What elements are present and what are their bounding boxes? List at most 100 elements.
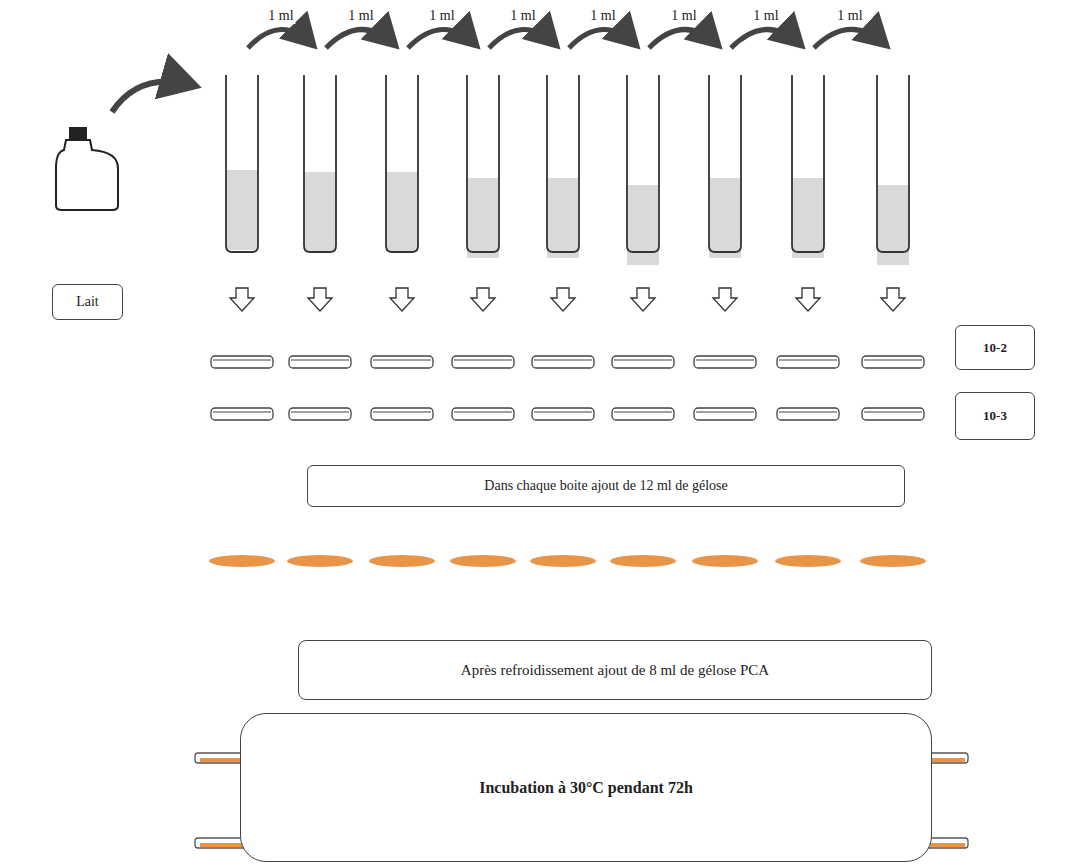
agar-plate — [775, 555, 841, 567]
box-text: 10-3 — [983, 408, 1007, 424]
text-box: Lait — [52, 284, 123, 320]
test-tube — [709, 75, 741, 252]
test-tube — [627, 75, 659, 252]
transfer-arrow — [489, 29, 557, 48]
transfer-arrow — [649, 29, 719, 48]
agar-plate — [369, 555, 435, 567]
petri-dish-lid — [534, 360, 592, 361]
tube-liquid — [226, 170, 258, 250]
petri-dish — [862, 408, 924, 420]
tube-liquid — [792, 178, 824, 258]
tube-liquid — [877, 185, 909, 265]
petri-dish — [289, 408, 351, 420]
volume-label: 1 ml — [508, 8, 537, 24]
petri-dish — [371, 408, 433, 420]
petri-dish — [862, 356, 924, 368]
tube-liquid — [467, 178, 499, 258]
text-box: Après refroidissement ajout de 8 ml de g… — [298, 640, 932, 700]
down-arrow — [551, 288, 575, 311]
agar-plate — [450, 555, 516, 567]
down-arrow — [308, 288, 332, 311]
tube-liquid — [386, 172, 418, 252]
petri-dish-lid — [696, 412, 754, 413]
petri-dish-lid — [291, 412, 349, 413]
text-box: Incubation à 30°C pendant 72h — [240, 713, 932, 862]
tube-liquid — [304, 172, 336, 252]
petri-dish — [211, 408, 273, 420]
petri-dish-lid — [534, 412, 592, 413]
petri-dish — [777, 408, 839, 420]
down-arrow — [881, 288, 905, 311]
petri-dish — [694, 356, 756, 368]
petri-dish-lid — [614, 360, 672, 361]
down-arrow — [713, 288, 737, 311]
agar-plate — [860, 555, 926, 567]
petri-dish — [289, 356, 351, 368]
transfer-arrow — [814, 29, 887, 48]
petri-dish — [371, 356, 433, 368]
petri-dish — [777, 356, 839, 368]
petri-dish — [612, 408, 674, 420]
box-text: 10-2 — [983, 340, 1007, 356]
agar-plate — [692, 555, 758, 567]
petri-dish-lid — [779, 412, 837, 413]
petri-dish-lid — [291, 360, 349, 361]
transfer-arrow — [112, 82, 196, 112]
tube-liquid — [709, 178, 741, 258]
petri-dish-lid — [779, 360, 837, 361]
petri-dish — [694, 408, 756, 420]
box-text: Incubation à 30°C pendant 72h — [479, 779, 693, 797]
transfer-arrow — [326, 29, 396, 48]
volume-label: 1 ml — [346, 8, 375, 24]
down-arrow — [796, 288, 820, 311]
petri-dish-lid — [373, 412, 431, 413]
volume-label: 1 ml — [751, 8, 780, 24]
petri-dish-lid — [213, 412, 271, 413]
volume-label: 1 ml — [266, 8, 295, 24]
test-tube — [226, 75, 258, 252]
transfer-arrow — [569, 29, 637, 48]
agar-plate — [610, 555, 676, 567]
petri-dish — [532, 356, 594, 368]
agar-plate — [209, 555, 275, 567]
transfer-arrow — [731, 29, 802, 48]
agar-plate — [530, 555, 596, 567]
transfer-arrow — [408, 29, 477, 48]
milk-bottle — [56, 128, 118, 210]
petri-dish-lid — [864, 360, 922, 361]
transfer-arrow — [248, 29, 314, 48]
test-tube — [386, 75, 418, 252]
petri-dish — [452, 356, 514, 368]
tube-liquid — [547, 178, 579, 258]
petri-dish-lid — [454, 412, 512, 413]
petri-dish — [532, 408, 594, 420]
box-text: Après refroidissement ajout de 8 ml de g… — [461, 662, 769, 679]
petri-dish-lid — [213, 360, 271, 361]
test-tube — [547, 75, 579, 252]
test-tube — [304, 75, 336, 252]
test-tube — [877, 75, 909, 252]
test-tube — [467, 75, 499, 252]
text-box: 10-3 — [955, 392, 1035, 440]
petri-dish-lid — [614, 412, 672, 413]
petri-dish — [211, 356, 273, 368]
volume-label: 1 ml — [427, 8, 456, 24]
petri-dish-lid — [454, 360, 512, 361]
down-arrow — [471, 288, 495, 311]
petri-dish-lid — [864, 412, 922, 413]
box-text: Lait — [76, 294, 99, 310]
text-box: Dans chaque boite ajout de 12 ml de gélo… — [307, 465, 905, 507]
volume-label: 1 ml — [669, 8, 698, 24]
volume-label: 1 ml — [835, 8, 864, 24]
down-arrow — [631, 288, 655, 311]
down-arrow — [230, 288, 254, 311]
agar-plate — [287, 555, 353, 567]
volume-label: 1 ml — [588, 8, 617, 24]
petri-dish-lid — [373, 360, 431, 361]
petri-dish — [452, 408, 514, 420]
test-tube — [792, 75, 824, 252]
box-text: Dans chaque boite ajout de 12 ml de gélo… — [484, 478, 727, 494]
petri-dish-lid — [696, 360, 754, 361]
tube-liquid — [627, 185, 659, 265]
text-box: 10-2 — [955, 325, 1035, 370]
